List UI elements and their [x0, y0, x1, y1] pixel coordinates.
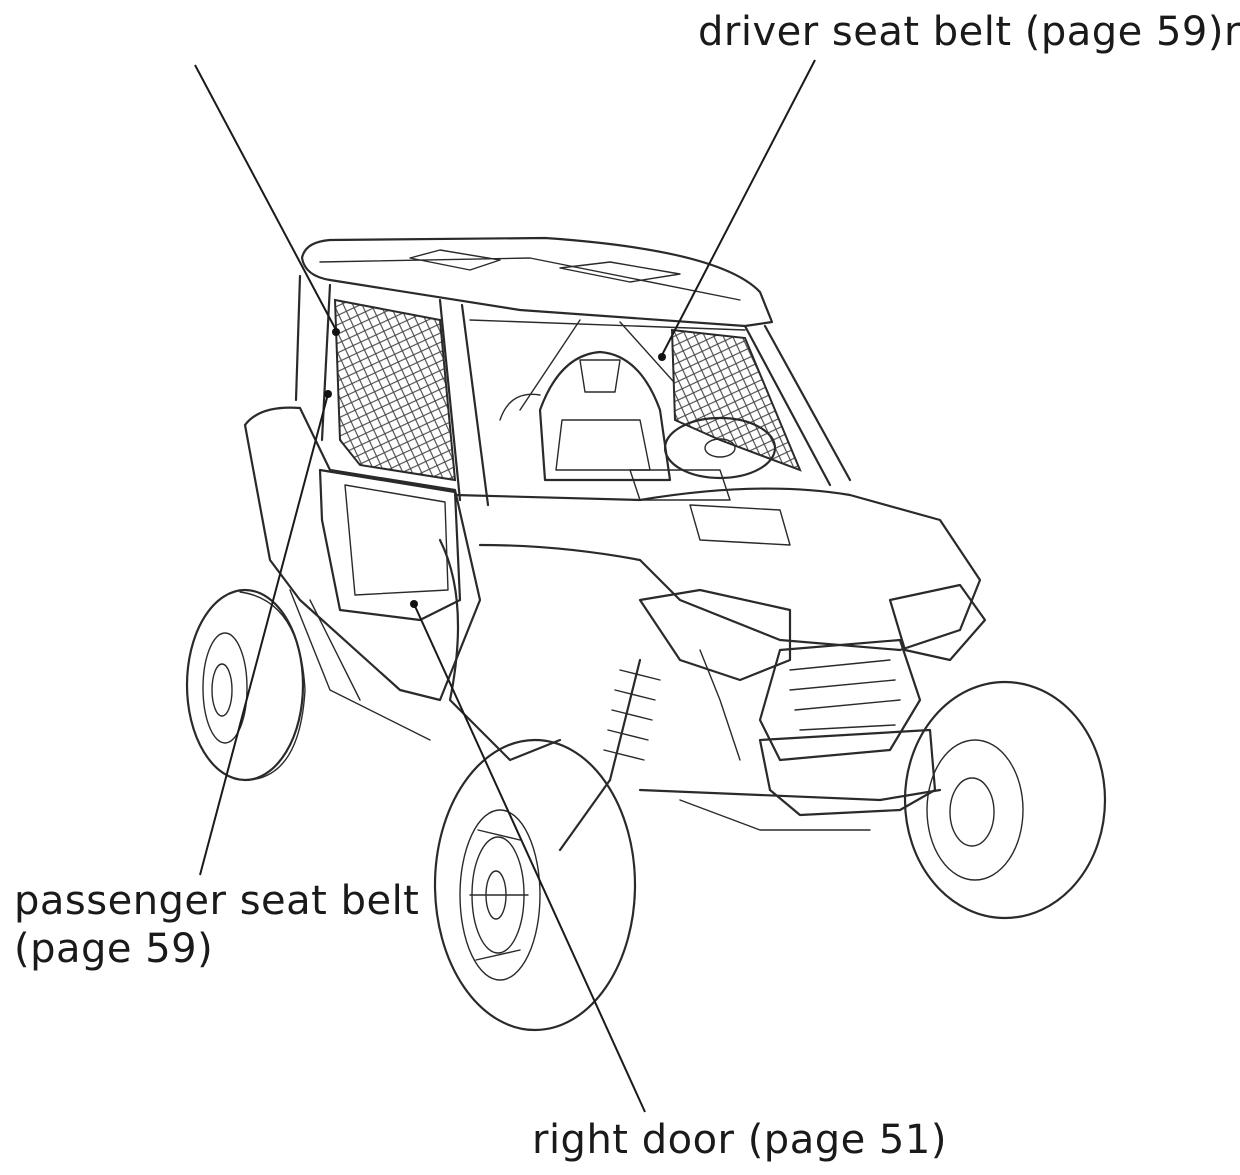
seats — [500, 352, 670, 480]
leader-driver-seat-belt — [658, 60, 815, 361]
leader-passenger-seat-belt — [195, 65, 340, 875]
leader-right-door — [410, 600, 645, 1112]
driver-window-net — [672, 330, 800, 470]
front-right-wheel — [905, 682, 1105, 918]
passenger-seat-belt-label-line1: passenger seat belt — [14, 877, 434, 925]
passenger-seat-belt-label: passenger seat belt (page 59) — [14, 877, 434, 973]
right-door-label: right door (page 51) — [532, 1116, 947, 1164]
front-fascia — [640, 585, 985, 815]
driver-seat-belt-label: driver seat belt (page 59)ri — [698, 8, 1240, 56]
passenger-window-net — [335, 300, 455, 480]
front-left-wheel — [435, 740, 635, 1030]
front-suspension — [560, 660, 940, 850]
rear-left-wheel — [187, 590, 305, 780]
passenger-seat-belt-label-line2: (page 59) — [14, 925, 434, 973]
